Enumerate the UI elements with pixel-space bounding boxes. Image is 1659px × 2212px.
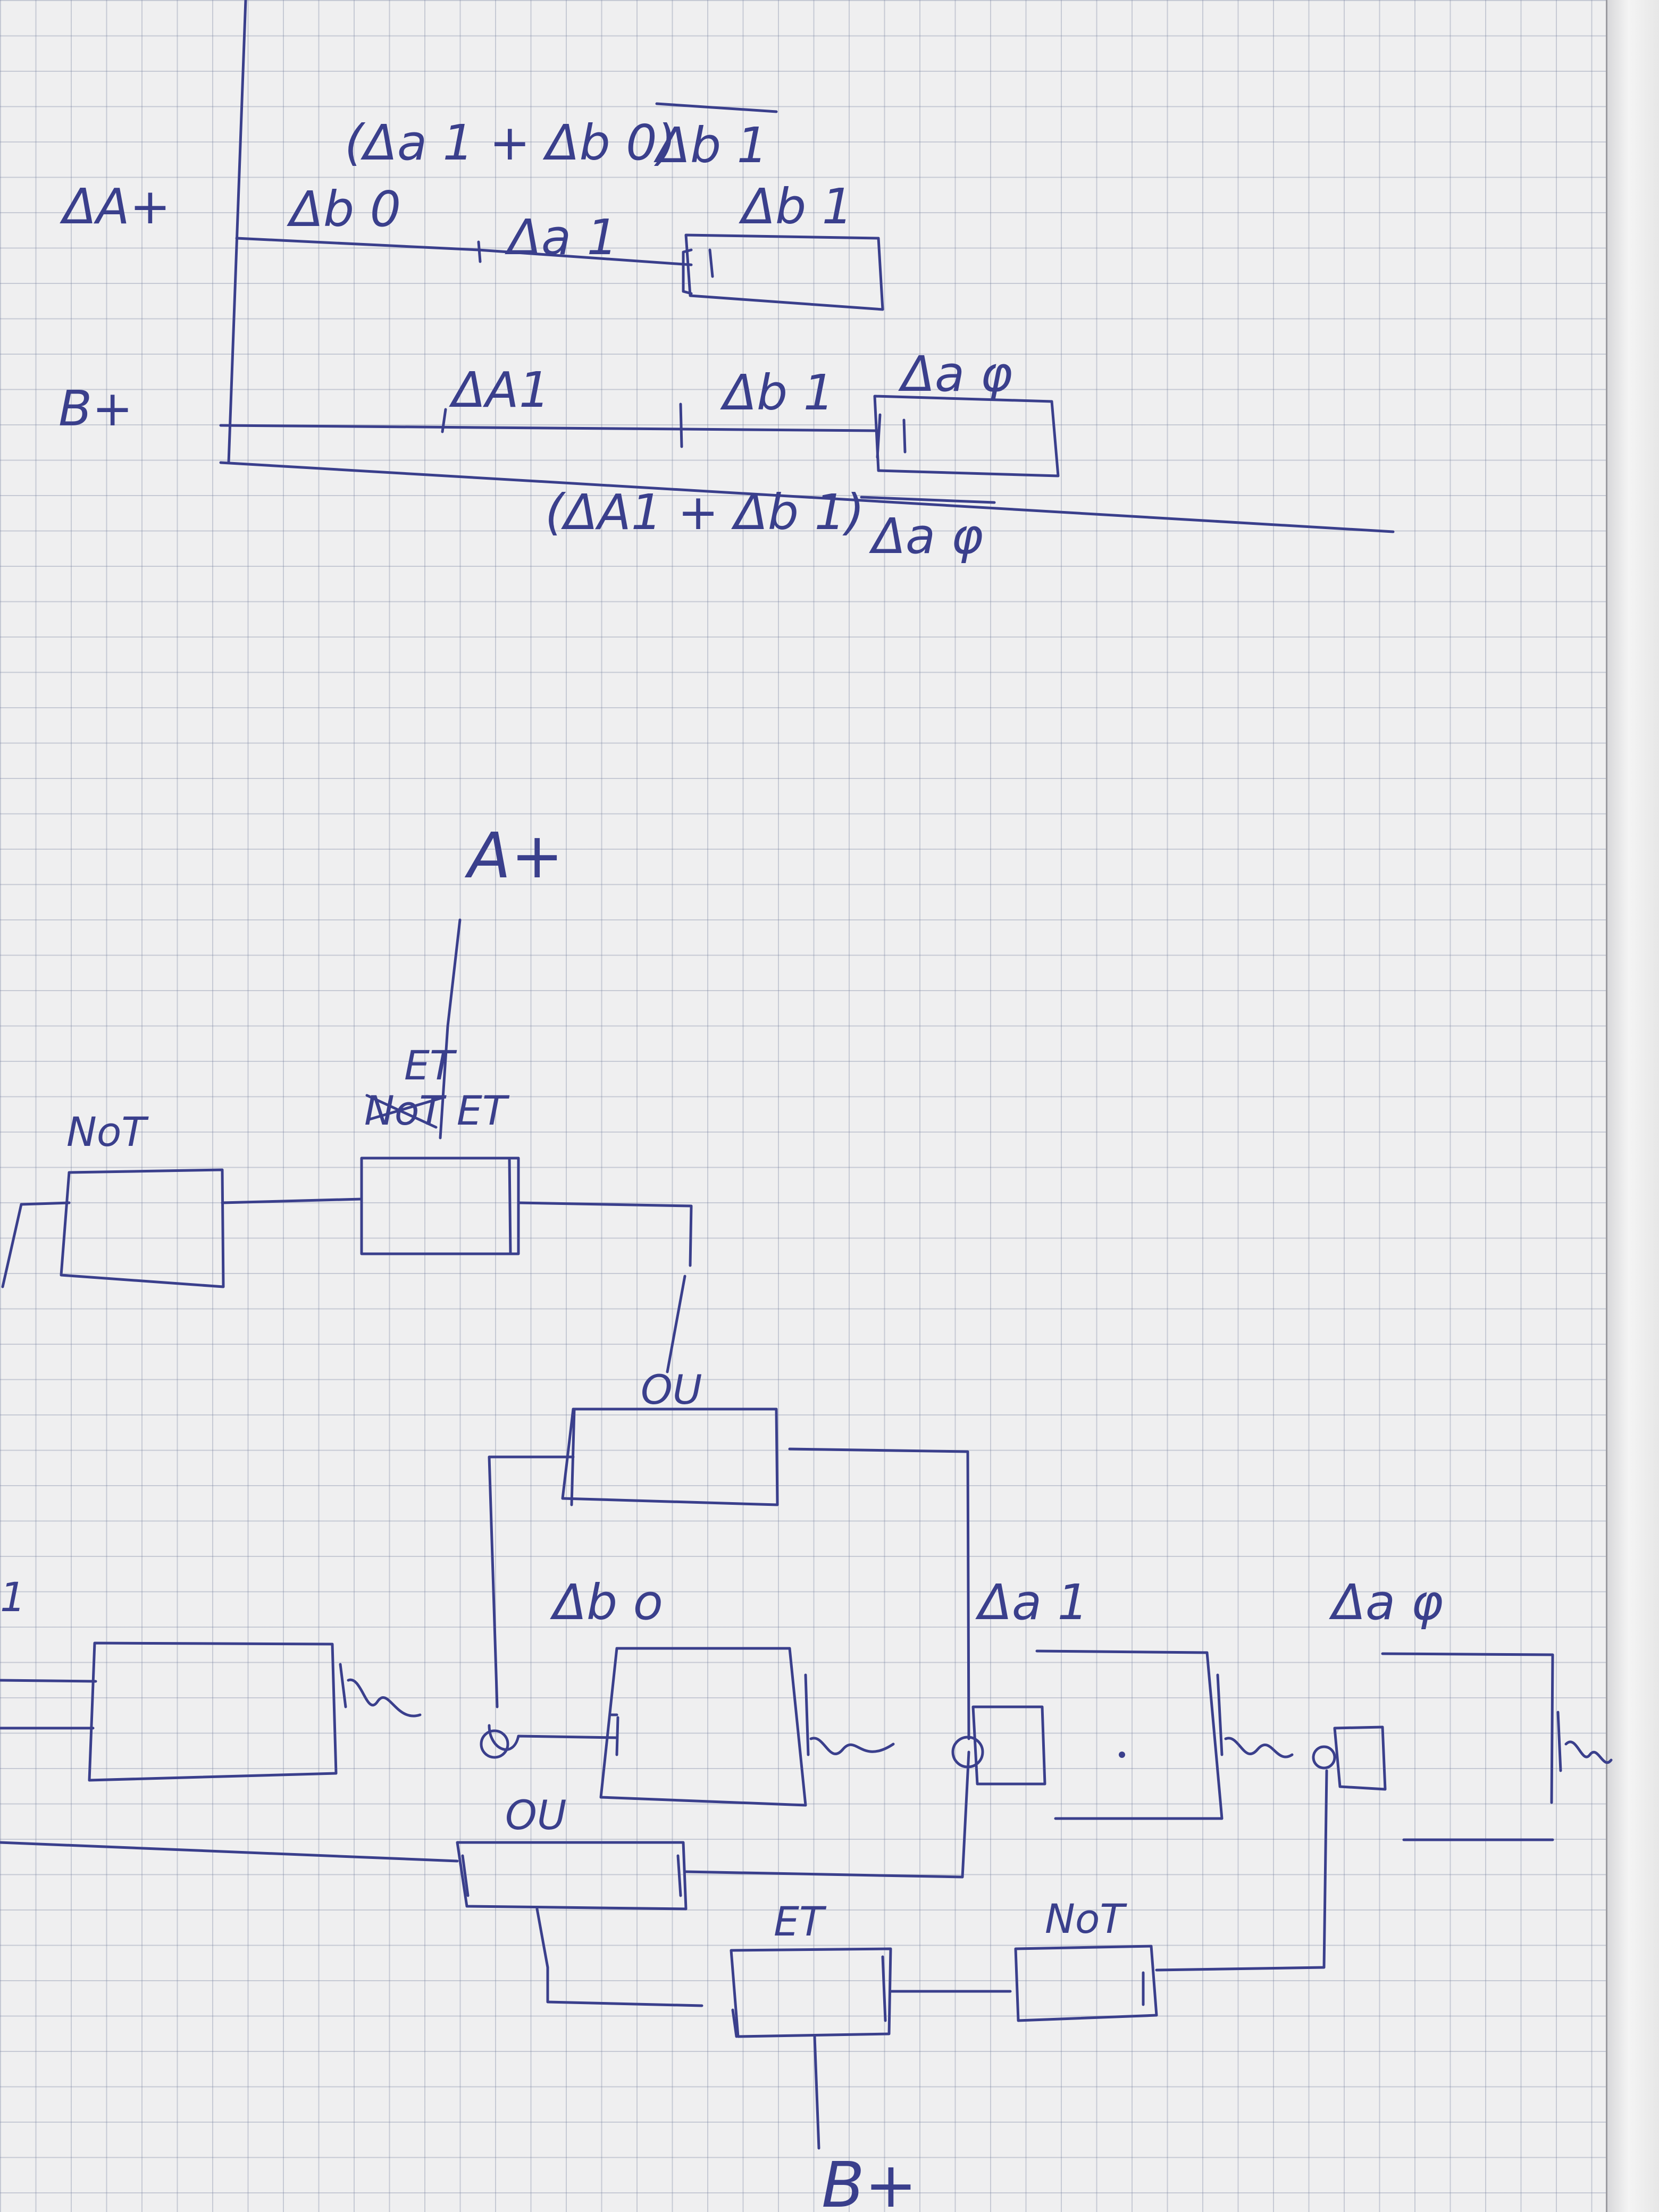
- sensor-1-roller: [480, 1729, 509, 1759]
- wire-ou-bottom-right: [684, 1750, 970, 1879]
- ou-gate-top-box: [561, 1407, 779, 1506]
- wire-ou-bottom-down: [535, 1907, 703, 2007]
- sensor-1-rod: [488, 1713, 619, 1756]
- et-gate-bottom-inner: [731, 1955, 887, 2038]
- wire-long-bottom: [0, 1841, 459, 1863]
- sensor-2-spring: [1216, 1673, 1294, 1758]
- sensor-2-dot: [1119, 1752, 1125, 1758]
- left-block-edge-fragment: 1: [0, 1573, 26, 1621]
- sensor-2-label: Δa 1: [975, 1574, 1088, 1631]
- logic-diagram: A+ ET NoT ET NoT OU 1 Δb o Δa 1: [0, 819, 1613, 2212]
- row-a-contact-1: Δb 0: [287, 181, 401, 238]
- row-a-tick-1: [477, 240, 482, 263]
- wire-to-ou: [666, 1275, 686, 1373]
- sensor-3-roller: [1312, 1745, 1336, 1770]
- sensor-3-spring: [1556, 1711, 1613, 1772]
- wire-ou-left: [488, 1455, 575, 1708]
- not-gate-bottom-box: [1014, 1945, 1158, 2022]
- ou-gate-bottom-inner: [461, 1854, 682, 1897]
- row-b-contact-2: Δb 1: [720, 364, 834, 421]
- row-a-contact-3: Δb 1: [739, 178, 853, 235]
- row-a-equation: (Δa 1 + Δb 0): [345, 114, 676, 171]
- left-block-box: [88, 1641, 338, 1782]
- row-a-wire: [235, 237, 693, 266]
- sensor-1-spring: [804, 1673, 895, 1756]
- struck-scribble: [365, 1094, 443, 1129]
- sensor-2-rod: [971, 1705, 1046, 1786]
- et-gate-bottom-label: ET: [774, 1898, 827, 1945]
- sensor-1-box: [599, 1647, 807, 1807]
- row-b-equation-bar: [860, 496, 996, 504]
- row-a-equation-bar-term: Δb 1: [653, 117, 768, 174]
- sensor-3-rod: [1333, 1725, 1387, 1791]
- next-notebook-page-edge: [1606, 0, 1659, 2212]
- sensor-1-label: Δb o: [550, 1574, 663, 1631]
- et-gate-top-label: ET: [404, 1042, 457, 1089]
- left-rail: [227, 0, 247, 464]
- not-gate-top-label: NoT: [66, 1108, 149, 1155]
- row-b-contact-1: ΔA1: [449, 362, 550, 418]
- wire-top-long: [20, 1197, 693, 1267]
- et-gate-bottom-box: [730, 1947, 892, 2038]
- left-block-spring: [339, 1663, 422, 1717]
- ou-gate-bottom-label: OU: [505, 1791, 566, 1839]
- et-gate-top-divider: [508, 1157, 512, 1255]
- ou-gate-top-label: OU: [641, 1366, 702, 1413]
- wire-not-sensor3: [1155, 1769, 1328, 1972]
- not-gate-top-box: [60, 1168, 225, 1288]
- bottom-rail: [219, 461, 1395, 533]
- output-a-wire: [439, 918, 462, 1139]
- left-block-wires: [0, 1679, 97, 1730]
- row-a-equation-bar: [655, 102, 778, 113]
- et-gate-top-struck-label: NoT ET: [364, 1087, 510, 1134]
- row-b-tick-1: [441, 408, 447, 433]
- row-b-output-box: [873, 395, 1060, 477]
- row-b-output-bracket: [876, 413, 907, 459]
- ladder-section: ΔA+ (Δa 1 + Δb 0) Δb 1 Δb 0 Δa 1 Δb 1 B+…: [58, 0, 1395, 565]
- row-b-output-label: B+: [58, 380, 133, 437]
- row-b-equation-bar-term: Δa φ: [869, 508, 983, 565]
- et-gate-top-box: [360, 1157, 520, 1255]
- row-b-equation: (ΔA1 + Δb 1): [545, 484, 865, 541]
- output-a-plus-label: A+: [464, 819, 564, 892]
- sensor-3-box: [1381, 1652, 1554, 1804]
- row-a-contact-2: Δa 1: [505, 209, 618, 266]
- wire-ou-right: [788, 1447, 970, 1740]
- not-gate-bottom-label: NoT: [1045, 1895, 1127, 1942]
- row-b-contact-3: Δa φ: [898, 346, 1012, 403]
- row-b-tick-2: [679, 403, 683, 448]
- ou-gate-bottom-box: [456, 1841, 688, 1911]
- wire-left-drop: [1, 1203, 23, 1288]
- row-a-output-box: [684, 233, 884, 311]
- output-b-plus-label: B+: [822, 2148, 917, 2212]
- sensor-3-label: Δa φ: [1329, 1574, 1443, 1631]
- sensor-2-box: [1035, 1649, 1224, 1820]
- row-a-output-label: ΔA+: [60, 178, 171, 235]
- row-b-wire: [219, 424, 879, 432]
- output-b-wire: [813, 2035, 820, 2150]
- row-a-output-bracket: [682, 248, 714, 295]
